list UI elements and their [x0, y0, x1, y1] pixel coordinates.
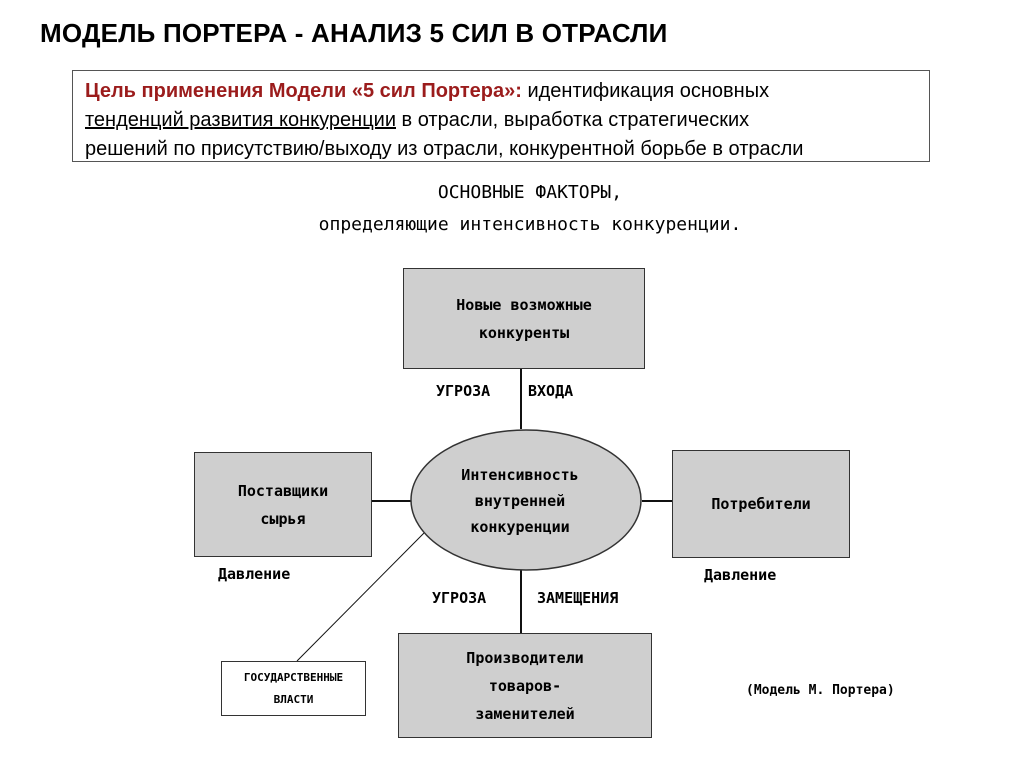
- entry-threat-label-1: УГРОЗА: [436, 382, 491, 400]
- new-competitors-node: Новые возможные конкуренты: [403, 268, 645, 369]
- diagram-heading-line1: ОСНОВНЫЕ ФАКТОРЫ,: [437, 182, 623, 203]
- suppliers-node: Поставщики сырья: [194, 452, 372, 557]
- goal-label: Цель применения Модели «5 сил Портера»:: [85, 80, 522, 102]
- government-node: ГОСУДАРСТВЕННЫЕ ВЛАСТИ: [221, 661, 366, 716]
- substitution-label-2: ЗАМЕЩЕНИЯ: [537, 589, 619, 607]
- goal-text-1: идентификация основных: [521, 80, 770, 102]
- substitutes-node: Производители товаров- заменителей: [398, 633, 652, 738]
- goal-box: Цель применения Модели «5 сил Портера»: …: [72, 70, 930, 162]
- center-node: Интенсивность внутренней конкуренции: [461, 466, 579, 536]
- entry-threat-label-2: ВХОДА: [528, 382, 574, 400]
- pressure-right-label: Давление: [704, 566, 777, 584]
- goal-text-2: в отрасли, выработка стратегических: [396, 109, 750, 131]
- goal-underlined: тенденций развития конкуренции: [85, 109, 396, 131]
- model-caption: (Модель М. Портера): [746, 683, 895, 698]
- goal-text-3: решений по присутствию/выходу из отрасли…: [85, 138, 804, 160]
- page-title: МОДЕЛЬ ПОРТЕРА - АНАЛИЗ 5 СИЛ В ОТРАСЛИ: [40, 18, 668, 48]
- center-ellipse: [410, 429, 642, 571]
- pressure-left-label: Давление: [218, 565, 291, 583]
- diagram-heading-line2: определяющие интенсивность конкуренции.: [318, 214, 742, 235]
- substitution-label-1: УГРОЗА: [432, 589, 487, 607]
- consumers-node: Потребители: [672, 450, 850, 558]
